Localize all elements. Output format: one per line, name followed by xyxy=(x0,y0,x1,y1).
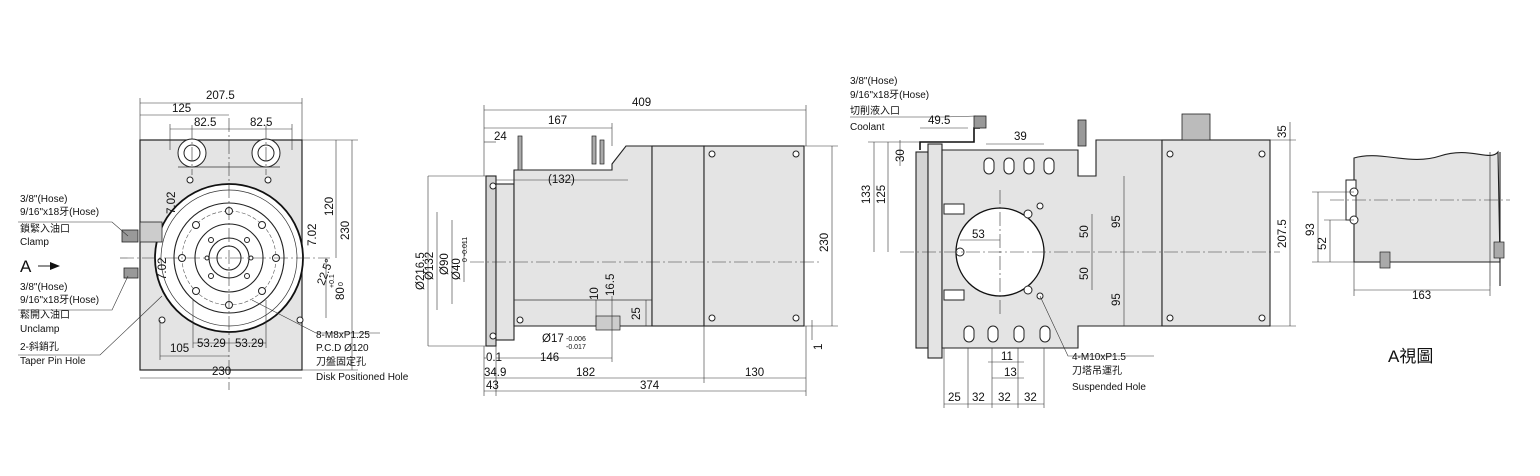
dim-dia-90: Ø90 xyxy=(439,253,451,275)
dim-50-upper: 50 xyxy=(1079,225,1091,238)
dim-34-9: 34.9 xyxy=(484,367,506,379)
suspended-hole-zh: 刀塔吊運孔 xyxy=(1072,364,1122,377)
dim-125: 125 xyxy=(172,103,191,115)
dim-0-1: 0.1 xyxy=(486,352,502,364)
coolant-en: Coolant xyxy=(850,122,885,133)
dim-53-29-left: 53.29 xyxy=(197,338,226,350)
dim-13: 13 xyxy=(1004,367,1017,379)
dim-105: 105 xyxy=(170,343,189,355)
disk-hole-en: Disk Positioned Hole xyxy=(316,372,409,383)
dim-24: 24 xyxy=(494,131,507,143)
dim-52: 52 xyxy=(1317,237,1329,250)
front-view: 207.5 125 82.5 82.5 230 120 7.02 7.02 7.… xyxy=(18,90,409,390)
dim-dia-17-tol-dn: -0.017 xyxy=(566,344,586,351)
dim-7-02-left: 7.02 xyxy=(157,258,169,280)
dim-53-29-right: 53.29 xyxy=(235,338,264,350)
dim-230-height: 230 xyxy=(340,221,352,240)
clamp-port-en: Clamp xyxy=(20,237,49,248)
unclamp-port-en: Unclamp xyxy=(20,324,60,335)
dim-207-5: 207.5 xyxy=(206,90,235,102)
dim-374: 374 xyxy=(640,380,660,392)
dim-10: 10 xyxy=(589,287,601,300)
dim-dia-40-tol: 0 -0.011 xyxy=(462,237,469,262)
disk-bolt-spec: 8-M8xP1.25 xyxy=(316,330,370,341)
dim-30: 30 xyxy=(895,149,907,162)
unclamp-port-zh: 鬆開入油口 xyxy=(20,308,70,321)
dim-133: 133 xyxy=(861,185,873,204)
dim-25: 25 xyxy=(631,307,643,320)
coolant-hose: 3/8"(Hose) xyxy=(850,76,897,87)
dim-32-a: 32 xyxy=(972,392,985,404)
dim-82-5-right: 82.5 xyxy=(250,117,272,129)
dim-93: 93 xyxy=(1305,223,1317,236)
top-motor xyxy=(1161,139,1271,327)
suspended-hole-spec: 4-M10xP1.5 xyxy=(1072,352,1126,363)
view-arrow-a: A xyxy=(20,257,32,276)
dim-163: 163 xyxy=(1412,290,1431,302)
dim-dia-17-tol-up: -0.006 xyxy=(566,336,586,343)
dim-39: 39 xyxy=(1014,131,1027,143)
side-housing xyxy=(513,145,653,327)
dim-120: 120 xyxy=(324,197,336,216)
taper-pin-zh: 2-斜銷孔 xyxy=(20,340,59,353)
dim-dia-216-5: Ø216.5 xyxy=(415,252,427,290)
clamp-port-zh: 鎖緊入油口 xyxy=(20,222,70,235)
dim-50-lower: 50 xyxy=(1079,267,1091,280)
dim-82-5-left: 82.5 xyxy=(194,117,216,129)
dim-80-tol-up: +0.1 xyxy=(329,274,336,288)
dim-25-top: 25 xyxy=(948,392,961,404)
dim-207-5-top: 207.5 xyxy=(1277,219,1289,248)
dim-130: 130 xyxy=(745,367,764,379)
suspended-hole-en: Suspended Hole xyxy=(1072,382,1146,393)
dim-230-side: 230 xyxy=(819,233,831,252)
motor-block xyxy=(703,145,805,327)
coolant-zh: 切削液入口 xyxy=(850,104,900,117)
dim-49-5: 49.5 xyxy=(928,115,950,127)
side-view: 409 167 24 (132) 230 Ø216.5 Ø132 Ø90 Ø40… xyxy=(415,97,838,396)
dim-80-tol-dn: 0 xyxy=(338,282,345,286)
dim-230-width: 230 xyxy=(212,366,231,378)
dim-35: 35 xyxy=(1277,125,1289,138)
dim-1: 1 xyxy=(813,344,825,350)
dim-32-b: 32 xyxy=(998,392,1011,404)
disk-hole-zh: 刀盤固定孔 xyxy=(316,355,366,368)
dim-95-upper: 95 xyxy=(1111,215,1123,228)
view-a: 93 52 163 A視圖 xyxy=(1305,150,1510,366)
dim-32-c: 32 xyxy=(1024,392,1037,404)
dim-53: 53 xyxy=(972,229,985,241)
dim-146: 146 xyxy=(540,352,559,364)
dim-125-top: 125 xyxy=(876,185,888,204)
dim-167: 167 xyxy=(548,115,567,127)
clamp-hose: 3/8"(Hose) xyxy=(20,194,67,205)
dim-182: 182 xyxy=(576,367,595,379)
disk-pcd: P.C.D Ø120 xyxy=(316,343,369,354)
coolant-thread: 9/16"x18牙(Hose) xyxy=(850,89,929,101)
dim-80: 80 xyxy=(335,287,347,300)
dim-95-lower: 95 xyxy=(1111,293,1123,306)
view-a-label: A視圖 xyxy=(1388,347,1433,366)
dim-409: 409 xyxy=(632,97,651,109)
dim-dia-132: Ø132 xyxy=(424,252,436,280)
taper-pin-en: Taper Pin Hole xyxy=(20,356,86,367)
dim-dia-17: Ø17 xyxy=(542,333,564,345)
top-view: 49.5 39 30 133 125 53 50 50 95 95 35 207… xyxy=(850,76,1296,408)
dim-7-02-upper: 7.02 xyxy=(166,192,178,214)
dim-132-ref: (132) xyxy=(548,174,575,186)
clamp-thread: 9/16"x18牙(Hose) xyxy=(20,206,99,218)
dim-dia-40: Ø40 xyxy=(451,258,463,280)
dim-43: 43 xyxy=(486,380,499,392)
dim-16-5: 16.5 xyxy=(605,274,617,296)
unclamp-thread: 9/16"x18牙(Hose) xyxy=(20,294,99,306)
dim-7-02-right: 7.02 xyxy=(307,224,319,246)
view-a-body xyxy=(1353,150,1501,263)
dim-11: 11 xyxy=(1001,351,1013,363)
unclamp-hose: 3/8"(Hose) xyxy=(20,282,67,293)
